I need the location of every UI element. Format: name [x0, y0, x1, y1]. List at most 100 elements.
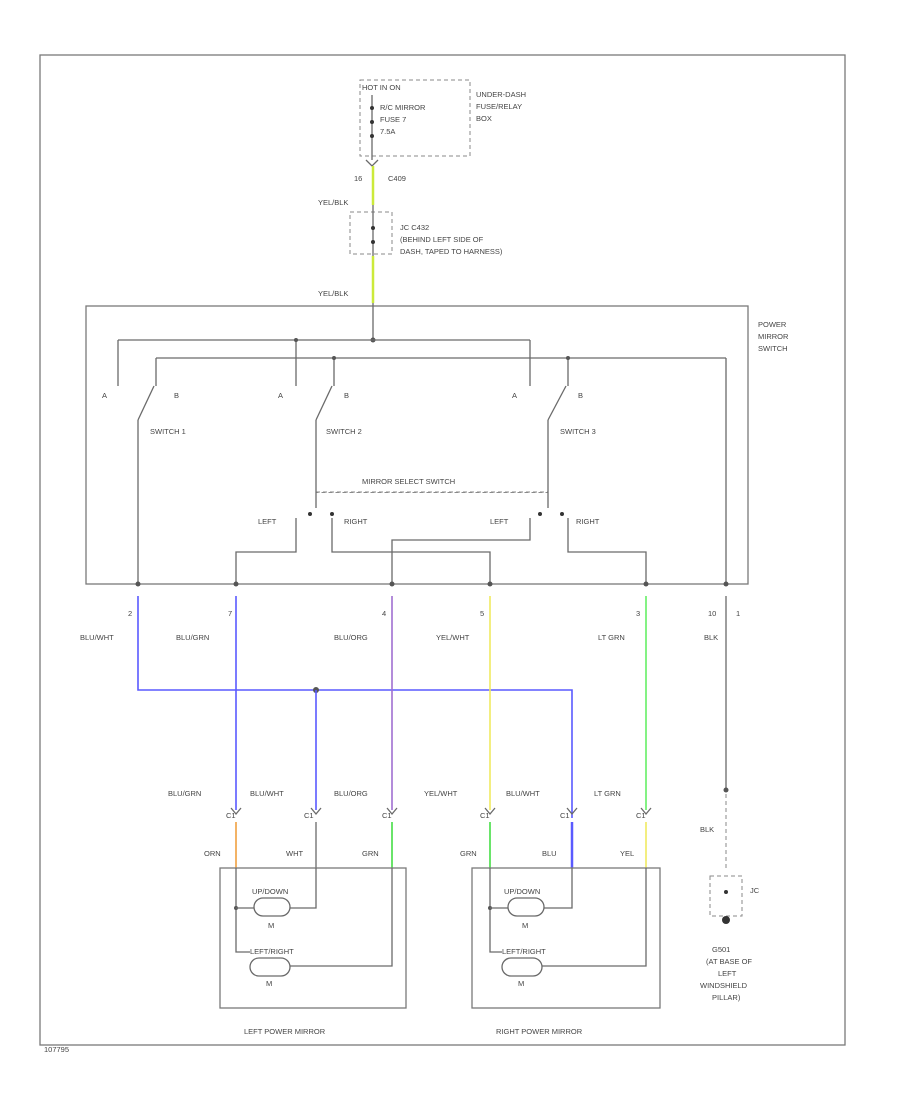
power-mirror-switch-label-1: POWER [758, 320, 787, 329]
conn-pin-4: C1 [480, 811, 490, 820]
left-mirror-internal-a [235, 868, 250, 953]
fuse-line-1: R/C MIRROR [380, 103, 426, 112]
fuse-location-1: UNDER-DASH [476, 90, 526, 99]
output-node-2 [135, 581, 141, 587]
ground-wire-label: BLK [700, 825, 714, 834]
mirror-select-left-1: LEFT [258, 517, 277, 526]
conn-pin-6: C1 [636, 811, 646, 820]
switch2-label: SWITCH 2 [326, 427, 362, 436]
mirror-select-switch-box [315, 491, 549, 493]
switch3-a-label: A [512, 391, 517, 400]
switch3-label: SWITCH 3 [560, 427, 596, 436]
ground-label-3: LEFT [718, 969, 737, 978]
right-power-mirror-label: RIGHT POWER MIRROR [496, 1027, 583, 1036]
power-mirror-switch-label-3: SWITCH [758, 344, 788, 353]
left-mirror-updown-m: M [268, 921, 274, 930]
conn-pin-2: C1 [304, 811, 314, 820]
mirror-select-right-1: RIGHT [344, 517, 368, 526]
connector-c409-pin: 16 [354, 174, 362, 183]
ground-label-2: (AT BASE OF [706, 957, 752, 966]
switch1-blade [137, 385, 155, 421]
fuse-line-2: FUSE 7 [380, 115, 406, 124]
fuse-line-3: 7.5A [380, 127, 395, 136]
output-pin-3: 3 [636, 609, 640, 618]
left-mirror-updown-label: UP/DOWN [252, 887, 288, 896]
right-power-mirror-box [471, 867, 661, 1009]
output-pin-4: 4 [382, 609, 386, 618]
corner-code: 107795 [44, 1045, 69, 1054]
left-mirror-lr-label: LEFT/RIGHT [250, 947, 294, 956]
blk-node [723, 787, 729, 793]
left-mirror-lr-motor [249, 957, 291, 977]
mirror-select-title: MIRROR SELECT SWITCH [362, 477, 455, 486]
conn-pin-3: C1 [382, 811, 392, 820]
fuse-location-2: FUSE/RELAY [476, 102, 522, 111]
lead-label-grn-1: GRN [362, 849, 379, 858]
output-pin-2: 2 [128, 609, 132, 618]
mirror-select-contact-l1 [308, 512, 312, 516]
conn-wire-label-2: BLU/WHT [250, 789, 284, 798]
right-mirror-internal-a [489, 868, 502, 953]
switch1-label: SWITCH 1 [150, 427, 186, 436]
connector-c409-name: C409 [388, 174, 406, 183]
right-mirror-lr-m: M [518, 979, 524, 988]
lead-label-blu: BLU [542, 849, 557, 858]
output-wire-label-5: YEL/WHT [436, 633, 470, 642]
right-mirror-updown-return [544, 868, 573, 909]
fuse-box [359, 79, 471, 157]
lead-label-grn-2: GRN [460, 849, 477, 858]
switch3-blade [547, 385, 567, 421]
fuse-dot-3 [370, 134, 374, 138]
mirror-select-contact-r2 [560, 512, 564, 516]
left-mirror-lr-m: M [266, 979, 272, 988]
right-mirror-updown-label: UP/DOWN [504, 887, 540, 896]
switch2-a-node [294, 338, 298, 342]
switch3-b-node [566, 356, 570, 360]
left-power-mirror-box [219, 867, 407, 1009]
jc-c432-box [349, 211, 393, 255]
ground-jc-label: JC [750, 886, 760, 895]
wire-yel-blk-top-label: YEL/BLK [318, 198, 348, 207]
mirror-select-left-2: LEFT [490, 517, 509, 526]
switch2-b-node [332, 356, 336, 360]
jc-c432-desc-1: (BEHIND LEFT SIDE OF [400, 235, 484, 244]
ground-label-4: WINDSHIELD [700, 981, 748, 990]
output-node-4 [389, 581, 395, 587]
wire-blu-wht-out [137, 596, 573, 818]
conn-wire-label-1: BLU/GRN [168, 789, 201, 798]
route-left1 [235, 518, 297, 584]
switch2-blade [315, 385, 333, 421]
conn-caret-5 [566, 807, 578, 816]
right-mirror-lr-return [542, 868, 647, 967]
switch3-b-label: B [578, 391, 583, 400]
switch1-a-label: A [102, 391, 107, 400]
right-mirror-lr-motor [501, 957, 543, 977]
fuse-location-3: BOX [476, 114, 492, 123]
switch2-b-label: B [344, 391, 349, 400]
jc-c432-name: JC C432 [400, 223, 429, 232]
fuse-dot-2 [370, 120, 374, 124]
right-mirror-updown-m: M [522, 921, 528, 930]
mirror-select-contact-r1 [330, 512, 334, 516]
left-mirror-lr-return [290, 868, 393, 967]
output-node-3 [643, 581, 649, 587]
power-mirror-switch-label-2: MIRROR [758, 332, 789, 341]
fuse-hot-label: HOT IN ON [362, 83, 401, 92]
output-node-10 [723, 581, 729, 587]
output-wire-label-3: LT GRN [598, 633, 625, 642]
conn-wire-label-5: BLU/WHT [506, 789, 540, 798]
conn-pin-5: C1 [560, 811, 570, 820]
jc-c432-dot-1 [371, 226, 375, 230]
switch1-b-label: B [174, 391, 179, 400]
output-pin-10: 10 [708, 609, 716, 618]
conn-wire-label-6: LT GRN [594, 789, 621, 798]
jc-c432-desc-2: DASH, TAPED TO HARNESS) [400, 247, 503, 256]
power-mirror-switch-box [85, 305, 749, 585]
conn-wire-label-3: BLU/ORG [334, 789, 368, 798]
output-pin-5: 5 [480, 609, 484, 618]
conn-caret-2 [310, 807, 322, 816]
conn-caret-4 [484, 807, 496, 816]
lead-label-orn: ORN [204, 849, 221, 858]
left-power-mirror-label: LEFT POWER MIRROR [244, 1027, 326, 1036]
